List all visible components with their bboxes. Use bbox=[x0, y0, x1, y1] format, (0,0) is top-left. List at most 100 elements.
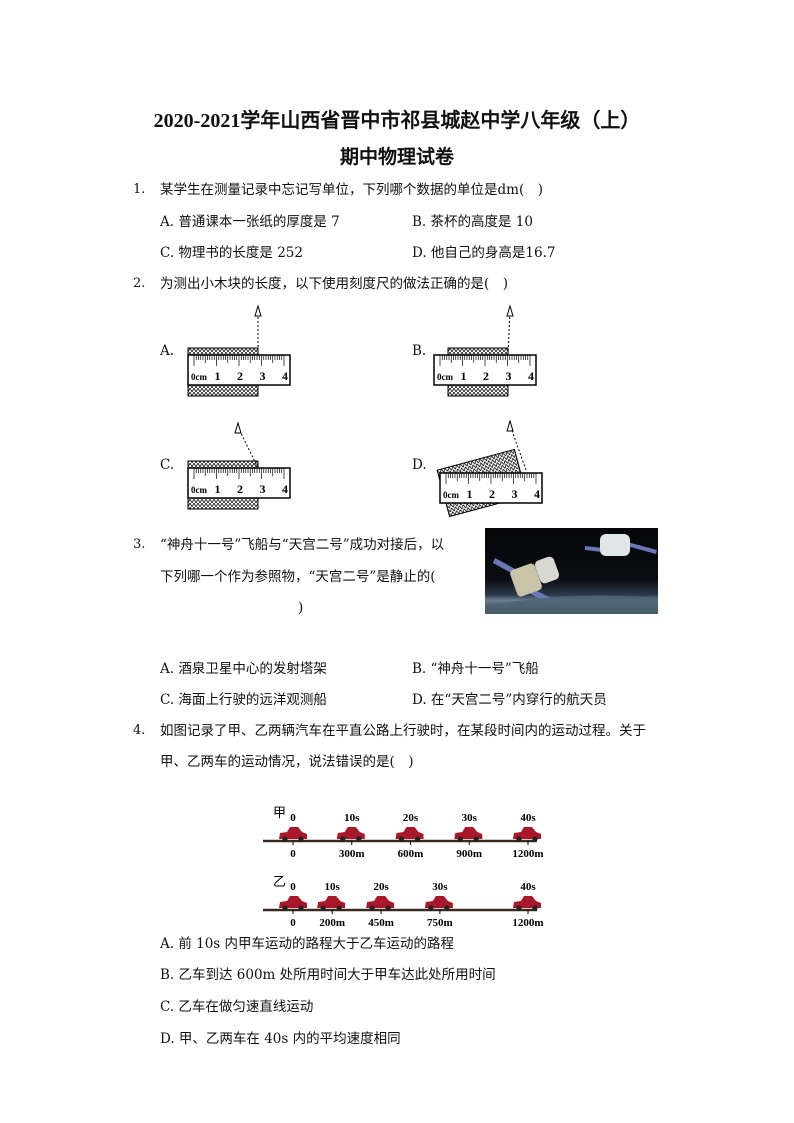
page-title: 2020-2021学年山西省晋中市祁县城赵中学八年级（上） bbox=[153, 110, 641, 132]
car-a-time-label: 10s bbox=[344, 812, 360, 824]
question-stem: 某学生在测量记录中忘记写单位，下列哪个数据的单位是dm( ) bbox=[160, 182, 543, 198]
car-icon bbox=[513, 827, 541, 842]
option-b[interactable]: B. 茶杯的高度是 10 bbox=[412, 214, 533, 230]
option-a[interactable]: A. 普通课本一张纸的厚度是 7 bbox=[160, 214, 340, 230]
car-body bbox=[279, 896, 307, 908]
page-subtitle: 期中物理试卷 bbox=[339, 147, 454, 168]
car-wheel bbox=[532, 836, 538, 842]
car-a-distance-label: 1200m bbox=[512, 848, 543, 860]
car-b-time-label: 30s bbox=[432, 881, 448, 893]
car-icon bbox=[454, 827, 483, 842]
option-c[interactable]: C. 物理书的长度是 252 bbox=[160, 245, 303, 261]
car-a-label: 甲 bbox=[273, 805, 286, 820]
car-icon bbox=[279, 896, 307, 911]
ruler-label: 3 bbox=[512, 487, 518, 501]
question-stem-line-2: 下列哪一个作为参照物，“天宫二号”是静止的( bbox=[160, 569, 436, 585]
car-body bbox=[513, 827, 541, 839]
ruler-label: 2 bbox=[237, 482, 243, 496]
car-b-distance-label: 1200m bbox=[512, 917, 543, 929]
option-a[interactable]: A. 酒泉卫星中心的发射塔架 bbox=[160, 661, 327, 677]
ruler-label: 3 bbox=[260, 369, 266, 383]
car-b-distance-label: 0 bbox=[290, 917, 296, 929]
car-wheel bbox=[516, 905, 522, 911]
option-c[interactable]: C. 海面上行驶的远洋观测船 bbox=[160, 692, 327, 708]
option-d[interactable]: D. 甲、乙两车在 40s 内的平均速度相同 bbox=[160, 1031, 401, 1047]
question-stem-line-1: “神舟十一号”飞船与“天宫二号”成功对接后，以 bbox=[160, 537, 445, 553]
option-b[interactable]: B. “神舟十一号”飞船 bbox=[412, 661, 539, 677]
car-a-time-label: 30s bbox=[462, 812, 478, 824]
ruler-figure-a: 0cm 1 2 3 4 bbox=[187, 304, 291, 397]
car-icon bbox=[395, 827, 424, 842]
option-b[interactable]: B. 乙车到达 600m 处所用时间大于甲车达此处所用时间 bbox=[160, 967, 496, 983]
car-wheel bbox=[320, 905, 326, 911]
option-d[interactable]: D. 在“天宫二号”内穿行的航天员 bbox=[412, 692, 607, 708]
eye-arrow-icon bbox=[254, 304, 262, 317]
car-wheel bbox=[340, 836, 346, 842]
car-a-time-label: 20s bbox=[403, 812, 419, 824]
car-icon bbox=[279, 827, 307, 842]
ruler-label: 1 bbox=[461, 369, 467, 383]
option-c[interactable]: C. bbox=[160, 457, 175, 473]
option-d[interactable]: D. bbox=[412, 457, 427, 473]
ruler-label: 1 bbox=[467, 487, 473, 501]
car-wheel bbox=[298, 836, 304, 842]
car-b-label: 乙 bbox=[273, 874, 286, 889]
car-icon bbox=[424, 896, 453, 911]
car-wheel bbox=[385, 905, 391, 911]
question-stem-line-3: ) bbox=[298, 600, 304, 616]
car-b-distance-label: 750m bbox=[427, 917, 453, 929]
car-body bbox=[454, 827, 483, 839]
car-wheel bbox=[473, 836, 479, 842]
spacecraft-illustration bbox=[485, 534, 658, 614]
car-b-time-label: 20s bbox=[373, 881, 389, 893]
car-a-distance-label: 600m bbox=[398, 848, 424, 860]
sight-line bbox=[507, 309, 511, 356]
ruler-label: 0cm bbox=[437, 372, 453, 382]
car-body bbox=[279, 827, 307, 839]
car-icon bbox=[336, 827, 365, 842]
ruler-label: 2 bbox=[483, 369, 489, 383]
car-wheel bbox=[457, 836, 463, 842]
ruler-label: 4 bbox=[534, 487, 540, 501]
car-wheel bbox=[369, 905, 375, 911]
car-body bbox=[336, 827, 365, 839]
car-body bbox=[395, 827, 424, 839]
ruler-label: 0cm bbox=[443, 490, 459, 500]
car-body bbox=[513, 896, 541, 908]
car-a-distance-label: 0 bbox=[290, 848, 296, 860]
car-a-time-label: 0 bbox=[290, 812, 296, 824]
option-c[interactable]: C. 乙车在做匀速直线运动 bbox=[160, 999, 314, 1015]
ruler-label: 0cm bbox=[191, 372, 207, 382]
car-wheel bbox=[444, 905, 450, 911]
car-b-distance-label: 200m bbox=[319, 917, 345, 929]
option-d[interactable]: D. 他自己的身高是16.7 bbox=[412, 245, 556, 261]
ruler-label: 2 bbox=[237, 369, 243, 383]
car-body bbox=[317, 896, 346, 908]
car-wheel bbox=[282, 905, 288, 911]
car-wheel bbox=[532, 905, 538, 911]
question-number: 2. bbox=[133, 276, 146, 291]
car-wheel bbox=[356, 836, 362, 842]
car-icon bbox=[317, 896, 346, 911]
eye-arrow-icon bbox=[506, 304, 514, 317]
ruler-label: 3 bbox=[260, 482, 266, 496]
eye-arrow-icon bbox=[234, 421, 242, 434]
car-body bbox=[366, 896, 395, 908]
ruler-label: 4 bbox=[282, 369, 288, 383]
ruler-label: 1 bbox=[215, 369, 221, 383]
option-b[interactable]: B. bbox=[412, 343, 427, 359]
ruler-label: 3 bbox=[506, 369, 512, 383]
option-a[interactable]: A. 前 10s 内甲车运动的路程大于乙车运动的路程 bbox=[160, 936, 455, 952]
car-wheel bbox=[414, 836, 421, 842]
car-b-time-label: 0 bbox=[290, 881, 296, 893]
eye-arrow-icon bbox=[506, 419, 514, 432]
car-wheel bbox=[282, 836, 288, 842]
option-a[interactable]: A. bbox=[160, 343, 175, 359]
question-stem-line-1: 如图记录了甲、乙两辆汽车在平直公路上行驶时，在某段时间内的运动过程。关于 bbox=[160, 723, 646, 739]
car-b-distance-label: 450m bbox=[368, 917, 394, 929]
